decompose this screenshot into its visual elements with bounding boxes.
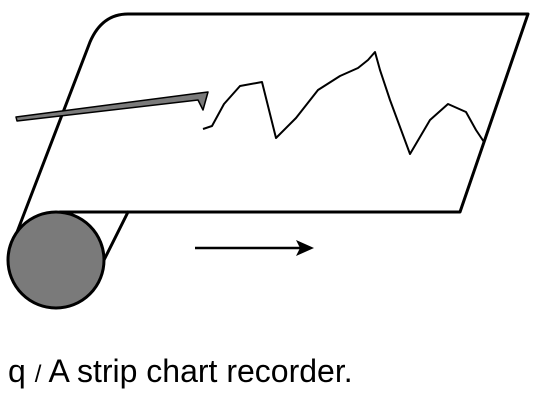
caption-letter: q — [8, 353, 26, 389]
caption-separator: / — [34, 361, 42, 388]
figure-caption: q / A strip chart recorder. — [8, 355, 353, 387]
pen-arm-icon — [15, 91, 209, 122]
caption-text: A strip chart recorder. — [48, 353, 353, 389]
paper-feed-line — [102, 210, 130, 262]
paper-roll-icon — [6, 210, 106, 310]
recorded-trace — [202, 51, 485, 155]
arrow-right-icon — [195, 240, 314, 256]
paper-strip — [12, 12, 530, 242]
